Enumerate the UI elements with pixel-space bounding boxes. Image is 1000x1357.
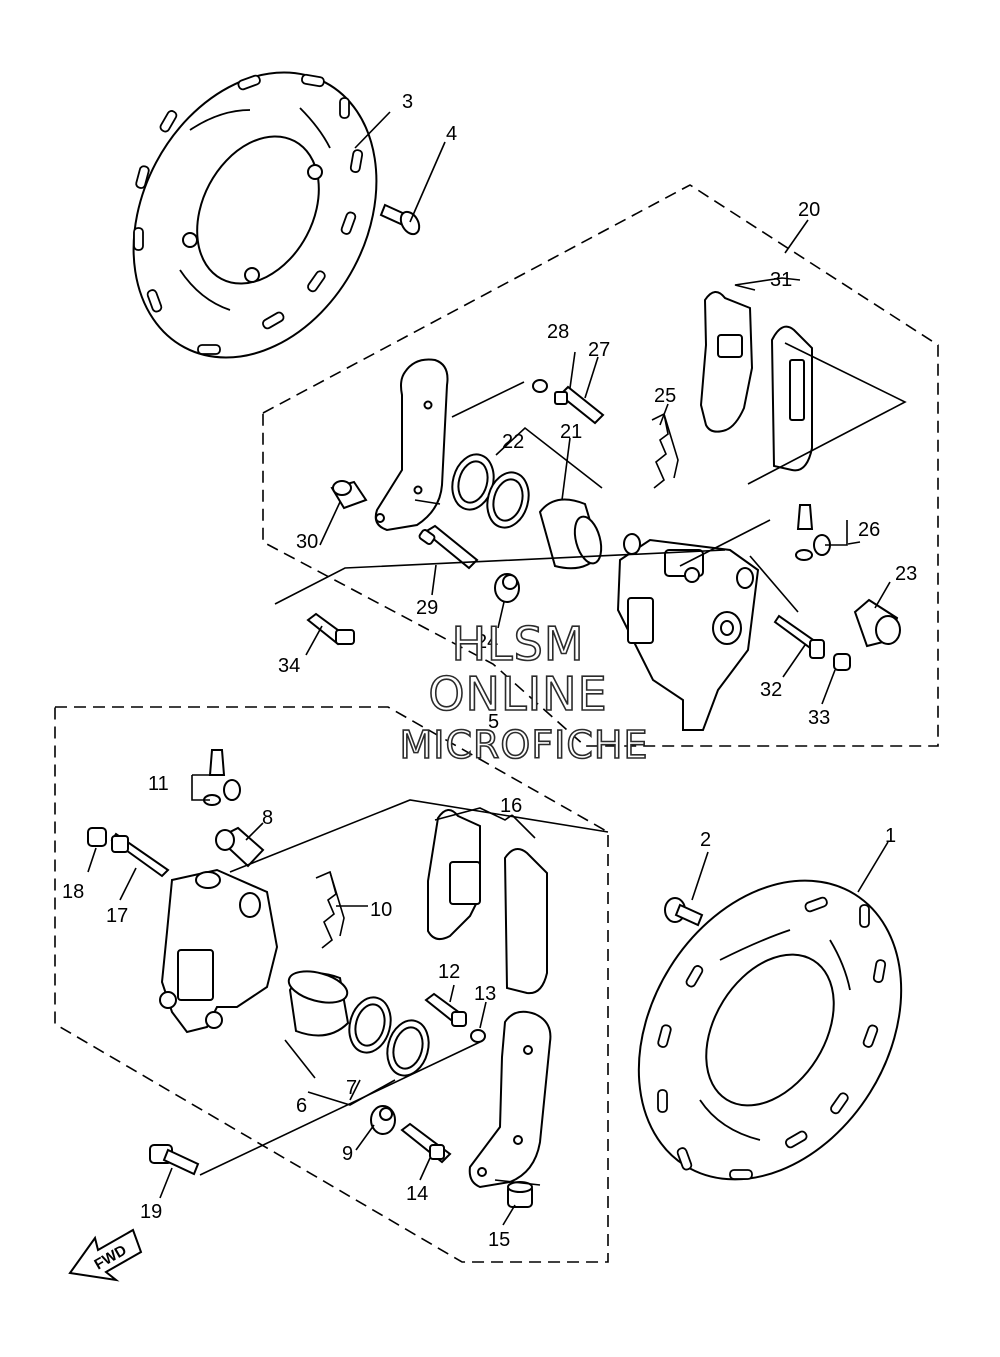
callout-31: 31 <box>770 269 792 291</box>
cap-23 <box>853 598 901 648</box>
watermark-line-3: MICROFICHE <box>399 723 648 767</box>
assembly-box-upper <box>262 184 939 747</box>
callout-27: 27 <box>588 339 610 361</box>
callout-10: 10 <box>370 899 392 921</box>
callout-15: 15 <box>488 1229 510 1251</box>
callout-4: 4 <box>446 123 457 145</box>
callout-2: 2 <box>700 829 711 851</box>
piston-upper <box>538 498 603 570</box>
caliper-bracket-lower <box>468 1010 552 1189</box>
disc-bolt-4 <box>379 203 421 236</box>
callout-29: 29 <box>416 597 438 619</box>
pad-spring-10 <box>315 870 345 949</box>
brake-disc-upper <box>132 71 378 359</box>
sleeve-8 <box>215 826 265 868</box>
callout-6: 6 <box>296 1095 307 1117</box>
callout-11: 11 <box>148 773 169 795</box>
brake-pads-upper <box>699 291 813 472</box>
cap-15 <box>507 1181 533 1208</box>
fwd-arrow-icon: FWD <box>68 1228 143 1282</box>
callout-22: 22 <box>502 431 524 453</box>
piston-seals-upper <box>451 453 530 529</box>
callout-20: 20 <box>798 199 820 221</box>
leader-lines-upper <box>274 111 907 705</box>
callout-16: 16 <box>500 795 522 817</box>
watermark-line-2: ONLINE <box>428 667 607 721</box>
cap-33 <box>833 653 851 671</box>
caliper-bracket-upper <box>374 358 449 532</box>
callout-14: 14 <box>406 1183 428 1205</box>
callout-21: 21 <box>560 421 582 443</box>
assembly-box-lower <box>54 706 609 1263</box>
callout-7: 7 <box>346 1077 357 1099</box>
callout-19: 19 <box>140 1201 162 1223</box>
caliper-body-upper <box>616 533 760 731</box>
pad-spring-25 <box>651 412 679 489</box>
watermark-line-1: HLSM <box>451 617 584 671</box>
pin-12 <box>424 992 467 1027</box>
bolt-19 <box>149 1144 200 1176</box>
callout-3: 3 <box>402 91 413 113</box>
cap-9 <box>370 1105 396 1135</box>
pin-32 <box>773 614 825 659</box>
callout-1: 1 <box>885 825 896 847</box>
piston-seals-lower <box>348 996 430 1077</box>
callout-24: 24 <box>476 631 498 653</box>
bleed-screw-11 <box>203 749 241 806</box>
bleed-screw-26 <box>795 504 831 561</box>
callout-25: 25 <box>654 385 676 407</box>
callout-8: 8 <box>262 807 273 829</box>
callout-30: 30 <box>296 531 318 553</box>
pin-17 <box>110 832 170 878</box>
piston-lower <box>287 970 350 1037</box>
bolt-34 <box>306 612 355 646</box>
brake-disc-lower <box>637 879 903 1181</box>
pin-bolt-29 <box>418 524 479 570</box>
cap-18 <box>87 827 107 847</box>
callout-28: 28 <box>547 321 569 343</box>
callout-12: 12 <box>438 961 460 983</box>
washer-13 <box>470 1029 486 1043</box>
callout-5: 5 <box>488 711 499 733</box>
disc-bolt-2 <box>664 897 704 927</box>
callout-32: 32 <box>760 679 782 701</box>
brake-pads-lower <box>427 809 548 995</box>
leader-lines-lower <box>87 774 889 1226</box>
callout-9: 9 <box>342 1143 353 1165</box>
callout-18: 18 <box>62 881 84 903</box>
callout-13: 13 <box>474 983 496 1005</box>
sleeve-30 <box>330 480 368 510</box>
watermark: HLSM ONLINE MICROFICHE <box>399 616 649 768</box>
pin-27 <box>554 385 605 425</box>
callout-26: 26 <box>858 519 880 541</box>
cap-24 <box>494 573 520 603</box>
callout-33: 33 <box>808 707 830 729</box>
caliper-body-lower <box>159 868 279 1034</box>
callout-34: 34 <box>278 655 300 677</box>
callout-23: 23 <box>895 563 917 585</box>
pin-14 <box>400 1122 452 1164</box>
washer-28 <box>532 379 548 393</box>
callout-labels: 3 4 20 31 28 27 25 21 22 26 30 23 29 24 … <box>62 91 917 1251</box>
callout-17: 17 <box>106 905 128 927</box>
